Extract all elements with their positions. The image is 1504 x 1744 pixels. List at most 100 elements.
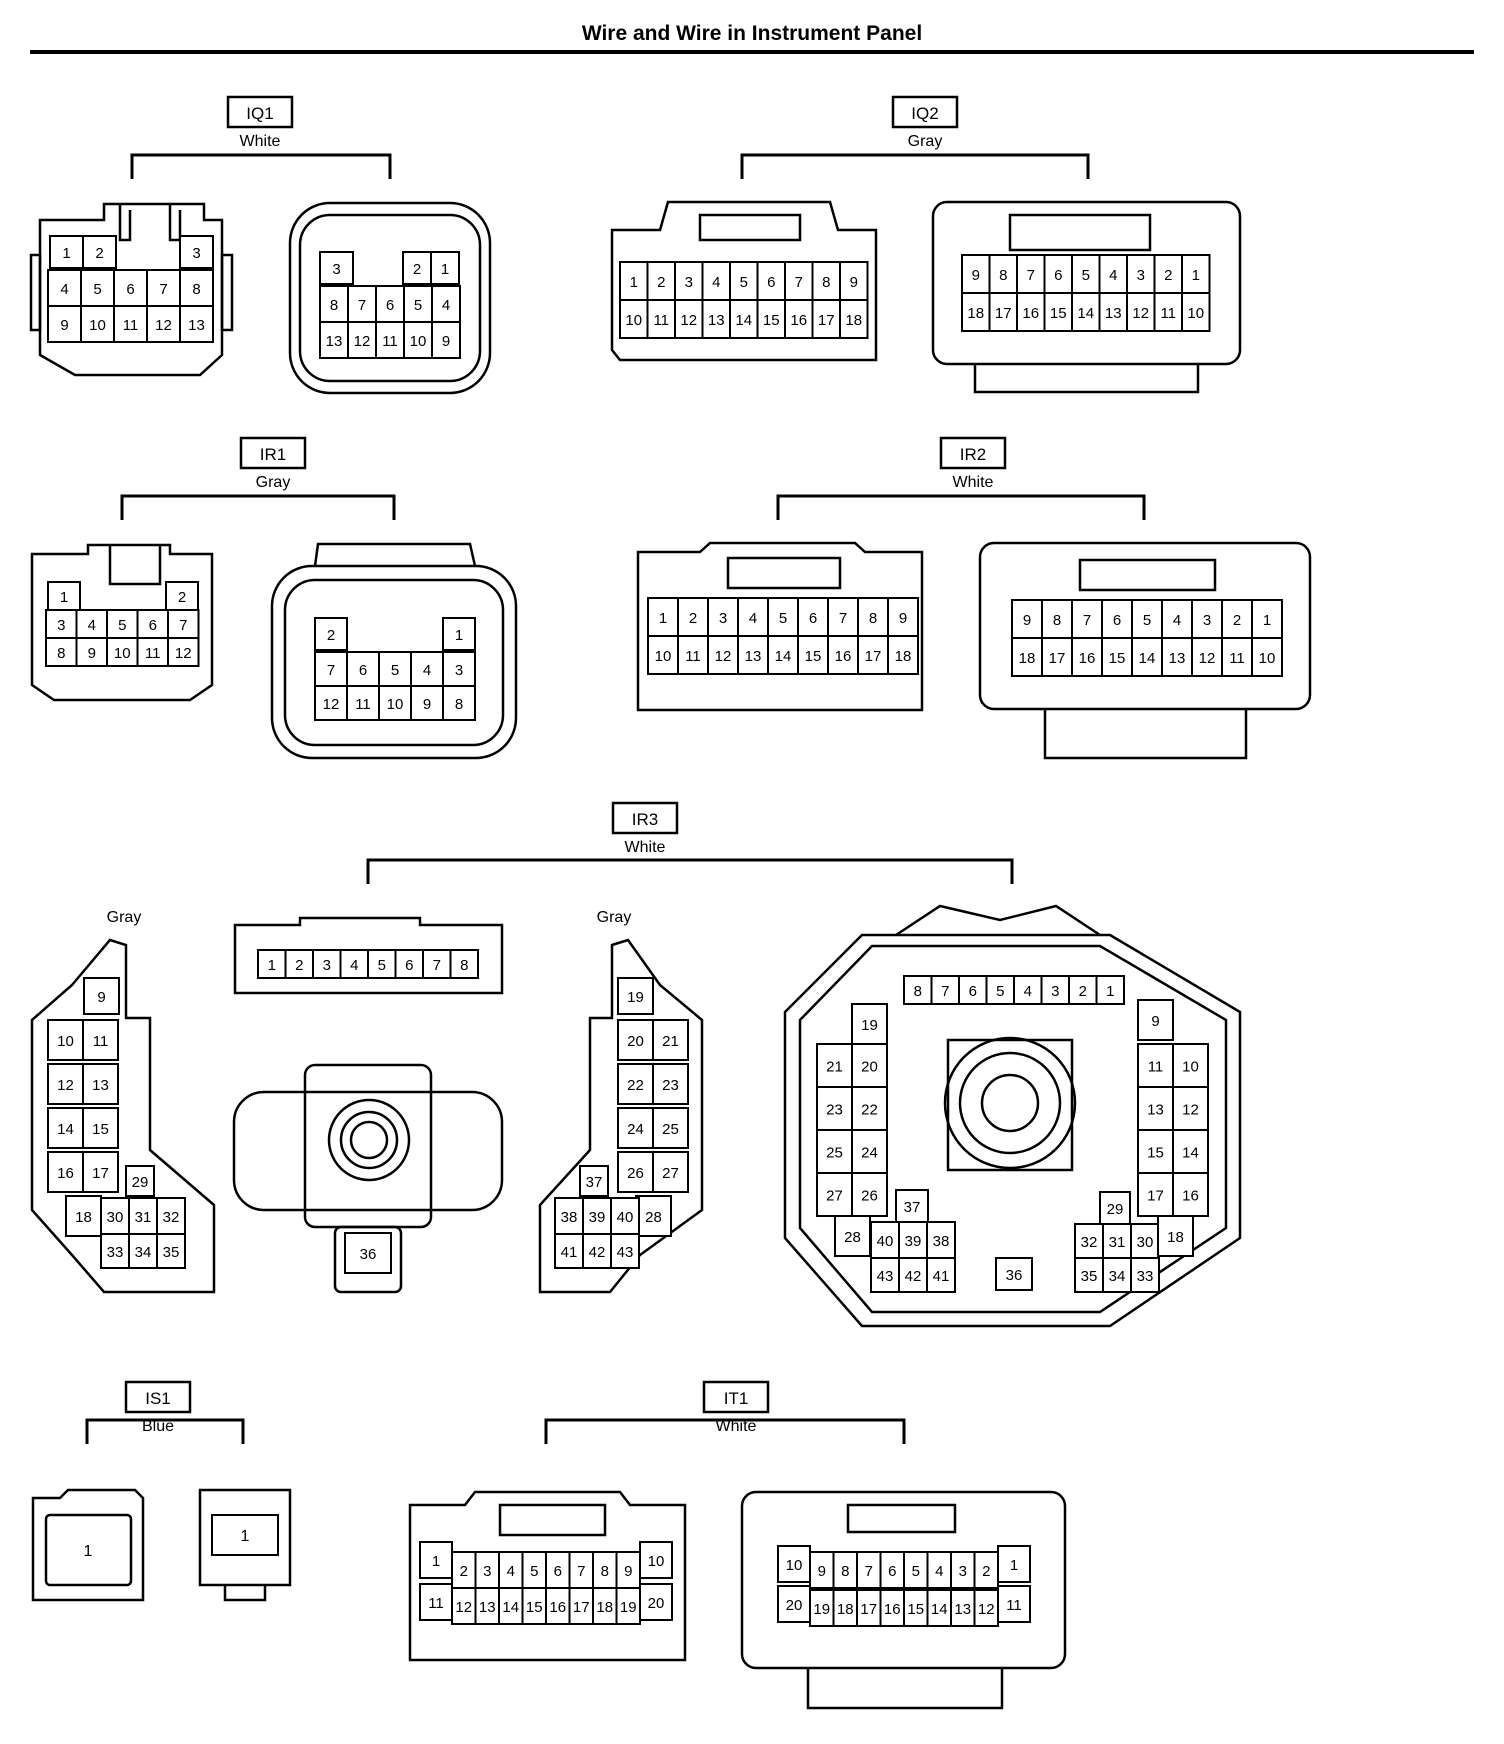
svg-text:15: 15 (1147, 1145, 1164, 1162)
connector-id: IS1 (145, 1389, 171, 1408)
ir3-right-pin: 38 (554, 1197, 584, 1235)
svg-text:4: 4 (442, 297, 450, 314)
iq2-left-pin: 5 (729, 261, 759, 301)
label-box (226, 95, 294, 129)
ir3-left-pin: 14 (47, 1107, 84, 1149)
svg-text:10: 10 (648, 1553, 665, 1570)
iq1-right-pin: 10 (403, 321, 433, 359)
iq2-right-pin: 11 (1153, 292, 1183, 332)
it1-right-pin: 1 (997, 1545, 1031, 1583)
ir3-left-pin: 35 (156, 1233, 186, 1269)
ir3-right-pin: 24 (617, 1107, 654, 1149)
ir3-big-pin: 13 (1137, 1086, 1174, 1131)
ir1-left-housing (30, 543, 214, 702)
svg-text:28: 28 (645, 1209, 662, 1226)
svg-text:6: 6 (1113, 612, 1121, 629)
svg-text:8: 8 (914, 983, 922, 1000)
svg-text:3: 3 (455, 662, 463, 679)
ir3-big-pin: 31 (1102, 1223, 1132, 1259)
it1-left-pin: 1 (419, 1541, 453, 1579)
label-box (702, 1380, 770, 1414)
svg-text:3: 3 (57, 617, 65, 634)
svg-text:41: 41 (561, 1244, 578, 1261)
ir1-right-latch (313, 542, 477, 567)
ir2-right-pin: 6 (1101, 599, 1133, 639)
ir3-strip-pin: 3 (312, 949, 342, 979)
ir1-right-pin: 2 (314, 617, 348, 651)
label-box (239, 436, 307, 470)
ir3-right-pin: 37 (579, 1165, 609, 1197)
svg-text:3: 3 (1203, 612, 1211, 629)
ir3-big-pin: 15 (1137, 1129, 1174, 1174)
ir1-right-pin: 6 (346, 651, 380, 687)
label-bracket (120, 494, 396, 520)
svg-text:8: 8 (999, 267, 1007, 284)
it1-right-pin: 15 (903, 1589, 929, 1627)
ir1-left-pin: 3 (45, 609, 78, 639)
svg-text:7: 7 (839, 610, 847, 627)
svg-text:10: 10 (1182, 1059, 1199, 1076)
iq2-right-pin: 9 (961, 254, 991, 294)
ir2-left-pin: 17 (857, 635, 889, 675)
iq2-right-pin: 13 (1098, 292, 1128, 332)
it1-right-pin: 18 (832, 1589, 858, 1627)
svg-text:4: 4 (1173, 612, 1181, 629)
ir2-left-pin: 12 (707, 635, 739, 675)
svg-text:11: 11 (382, 333, 398, 350)
it1-right-pin: 4 (926, 1551, 952, 1589)
ir3-left-pin: 9 (83, 977, 120, 1015)
ir3-left-pin: 34 (128, 1233, 158, 1269)
svg-text:9: 9 (423, 696, 431, 713)
svg-text:42: 42 (905, 1268, 922, 1285)
ir3-left-pin: 30 (100, 1197, 130, 1235)
it1-left-pin: 7 (568, 1551, 594, 1589)
ir2-left-pin: 8 (857, 597, 889, 637)
it1-right-pin: 8 (832, 1551, 858, 1589)
svg-text:30: 30 (107, 1209, 124, 1226)
svg-text:18: 18 (596, 1599, 613, 1616)
svg-text:18: 18 (1167, 1229, 1184, 1246)
iq1-left-pin: 13 (179, 305, 214, 343)
svg-text:10: 10 (655, 648, 672, 665)
svg-text:7: 7 (433, 957, 441, 974)
iq1-right-pin: 5 (403, 285, 433, 323)
svg-text:10: 10 (89, 317, 106, 334)
ir2-right-pin: 3 (1191, 599, 1223, 639)
svg-text:7: 7 (577, 1563, 585, 1580)
ir3-big-pin: 14 (1172, 1129, 1209, 1174)
svg-text:15: 15 (1050, 305, 1067, 322)
is1-left-housing (31, 1488, 145, 1602)
iq1-left-pin: 12 (146, 305, 181, 343)
ir3-right-pin: 26 (617, 1151, 654, 1193)
ir3-round-tab (333, 1225, 403, 1294)
ir2-right-pin: 15 (1101, 637, 1133, 677)
svg-text:7: 7 (865, 1563, 873, 1580)
ir3-big-pin: 38 (926, 1221, 956, 1259)
svg-text:8: 8 (57, 645, 65, 662)
svg-text:2: 2 (327, 627, 335, 644)
ir1-right-pin: 9 (410, 685, 444, 721)
svg-text:9: 9 (624, 1563, 632, 1580)
iq2-left-pin: 15 (756, 299, 786, 339)
ir3-left-pin: 13 (82, 1063, 119, 1105)
ir1-right-pin: 4 (410, 651, 444, 687)
ir3-big-socket (958, 1051, 1062, 1155)
ir1-right-pin: 12 (314, 685, 348, 721)
it1-left-pin: 12 (451, 1587, 477, 1625)
ir3-left-pin: 33 (100, 1233, 130, 1269)
svg-text:1: 1 (432, 1553, 440, 1570)
svg-text:36: 36 (360, 1246, 377, 1263)
ir2-right-pin: 13 (1161, 637, 1193, 677)
svg-text:34: 34 (1109, 1268, 1126, 1285)
svg-text:8: 8 (601, 1563, 609, 1580)
svg-text:7: 7 (159, 281, 167, 298)
it1-right-pin: 11 (997, 1585, 1031, 1623)
svg-text:1: 1 (441, 261, 449, 278)
svg-text:13: 13 (479, 1599, 496, 1616)
svg-text:17: 17 (573, 1599, 590, 1616)
it1-right-latch (806, 1668, 1004, 1710)
ir3-left-pin: 32 (156, 1197, 186, 1235)
ir1-right-pin: 10 (378, 685, 412, 721)
